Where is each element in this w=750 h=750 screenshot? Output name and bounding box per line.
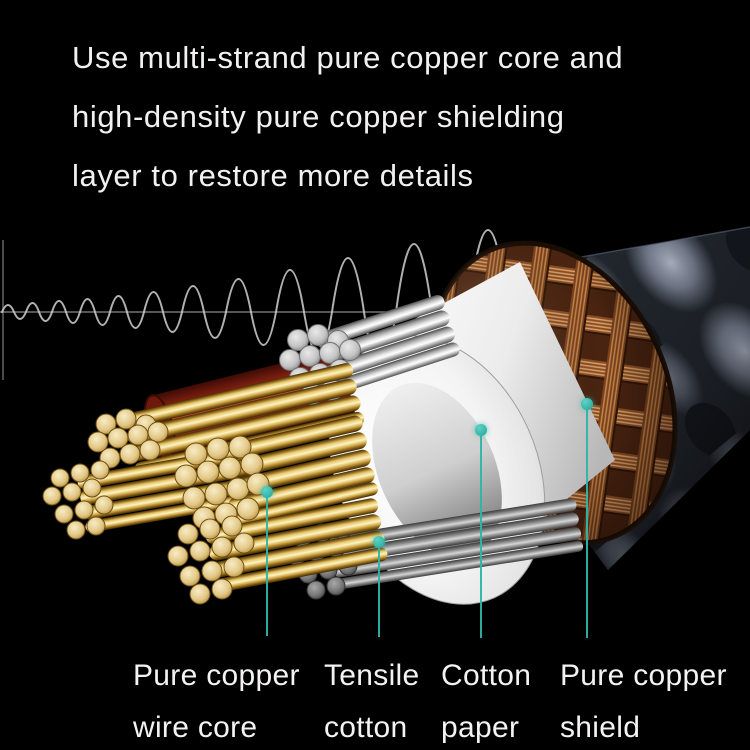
callout-line [586,409,588,638]
callout-dot-icon [581,398,593,410]
callout-line [480,435,482,638]
callout-dot-icon [261,486,273,498]
callout-dot-icon [373,536,385,548]
label-line: paper [441,711,520,744]
copper-core-bundle-center [174,415,378,530]
label-cotton-paper: Cotton paper [441,650,531,750]
label-pure-copper-wire-core: Pure copper wire core [133,650,300,750]
callout-line [266,497,268,636]
label-line: shield [560,711,641,744]
label-line: Pure copper [133,659,300,692]
label-tensile-cotton: Tensile cotton [324,650,419,750]
copper-core-bundle-bottom [167,498,388,605]
heading-line: layer to restore more details [72,158,474,193]
heading-line: Use multi-strand pure copper core and [72,40,624,75]
label-line: Pure copper [560,659,727,692]
heading-line: high-density pure copper shielding [72,99,565,134]
label-line: wire core [133,711,258,744]
label-line: Cotton [441,659,532,692]
label-line: cotton [324,711,408,744]
label-line: Tensile [324,659,420,692]
callout-dot-icon [475,424,487,436]
label-pure-copper-shield: Pure copper shield [560,650,727,750]
heading: Use multi-strand pure copper core and hi… [72,28,623,205]
callout-line [378,547,380,637]
